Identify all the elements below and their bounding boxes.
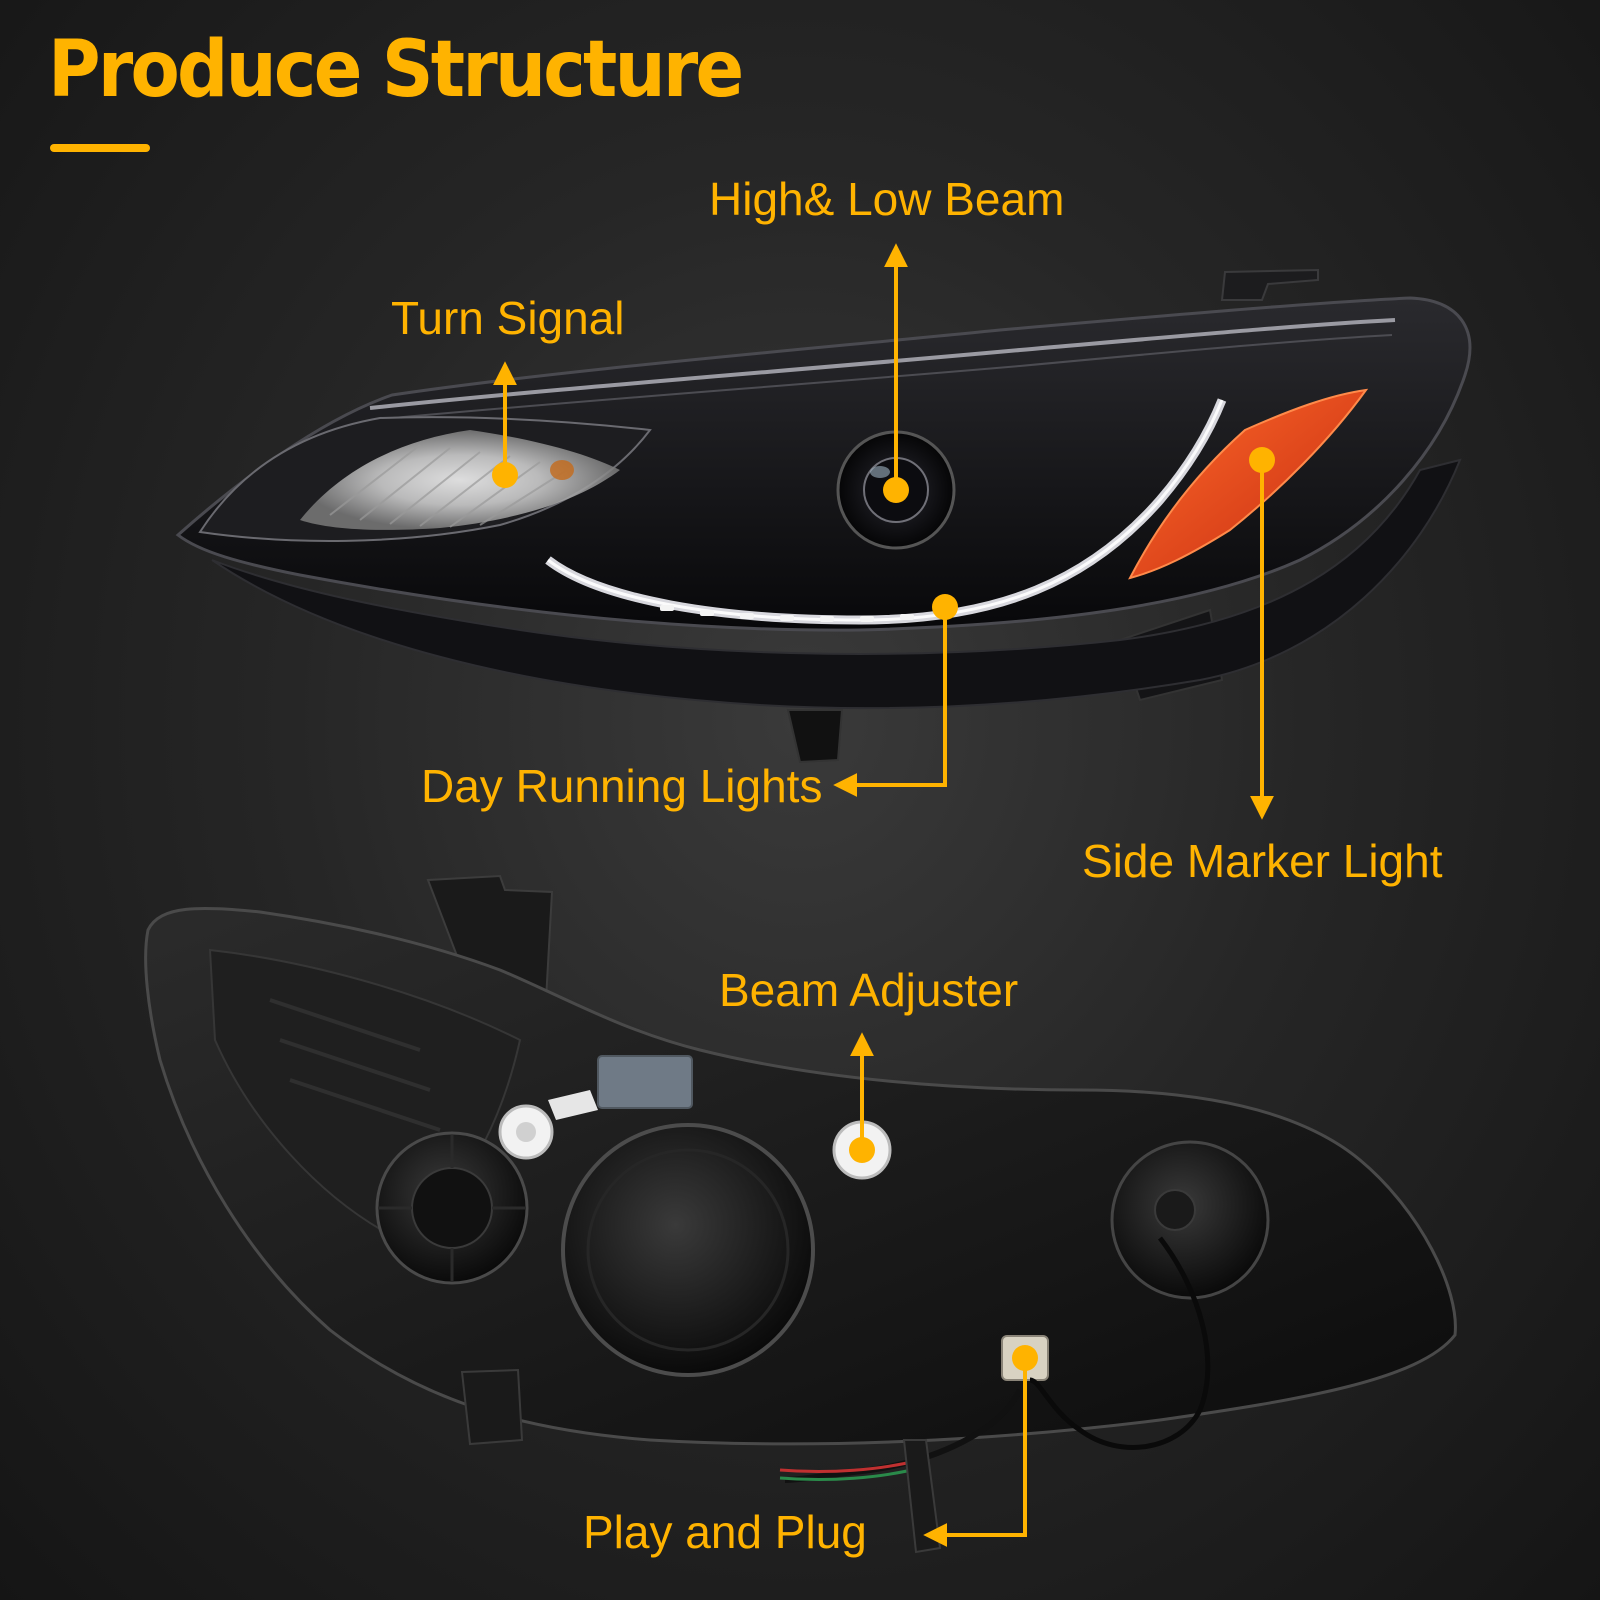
front-headlight [175, 268, 1472, 764]
page-title: Produce Structure [48, 25, 744, 115]
callout-high-low-beam: High& Low Beam [709, 173, 1065, 225]
plug-leader [923, 1358, 1027, 1547]
drl-leader [833, 607, 947, 797]
callout-leaders [493, 243, 1274, 1547]
callout-side-marker-light: Side Marker Light [1082, 835, 1443, 887]
callout-turn-signal: Turn Signal [391, 292, 625, 344]
callout-play-and-plug: Play and Plug [583, 1506, 867, 1558]
rear-headlight-housing [144, 874, 1457, 1554]
callout-dots [492, 447, 1275, 1371]
title-underline [50, 144, 150, 152]
callout-beam-adjuster: Beam Adjuster [719, 964, 1019, 1016]
callout-day-running-lights: Day Running Lights [421, 760, 823, 812]
